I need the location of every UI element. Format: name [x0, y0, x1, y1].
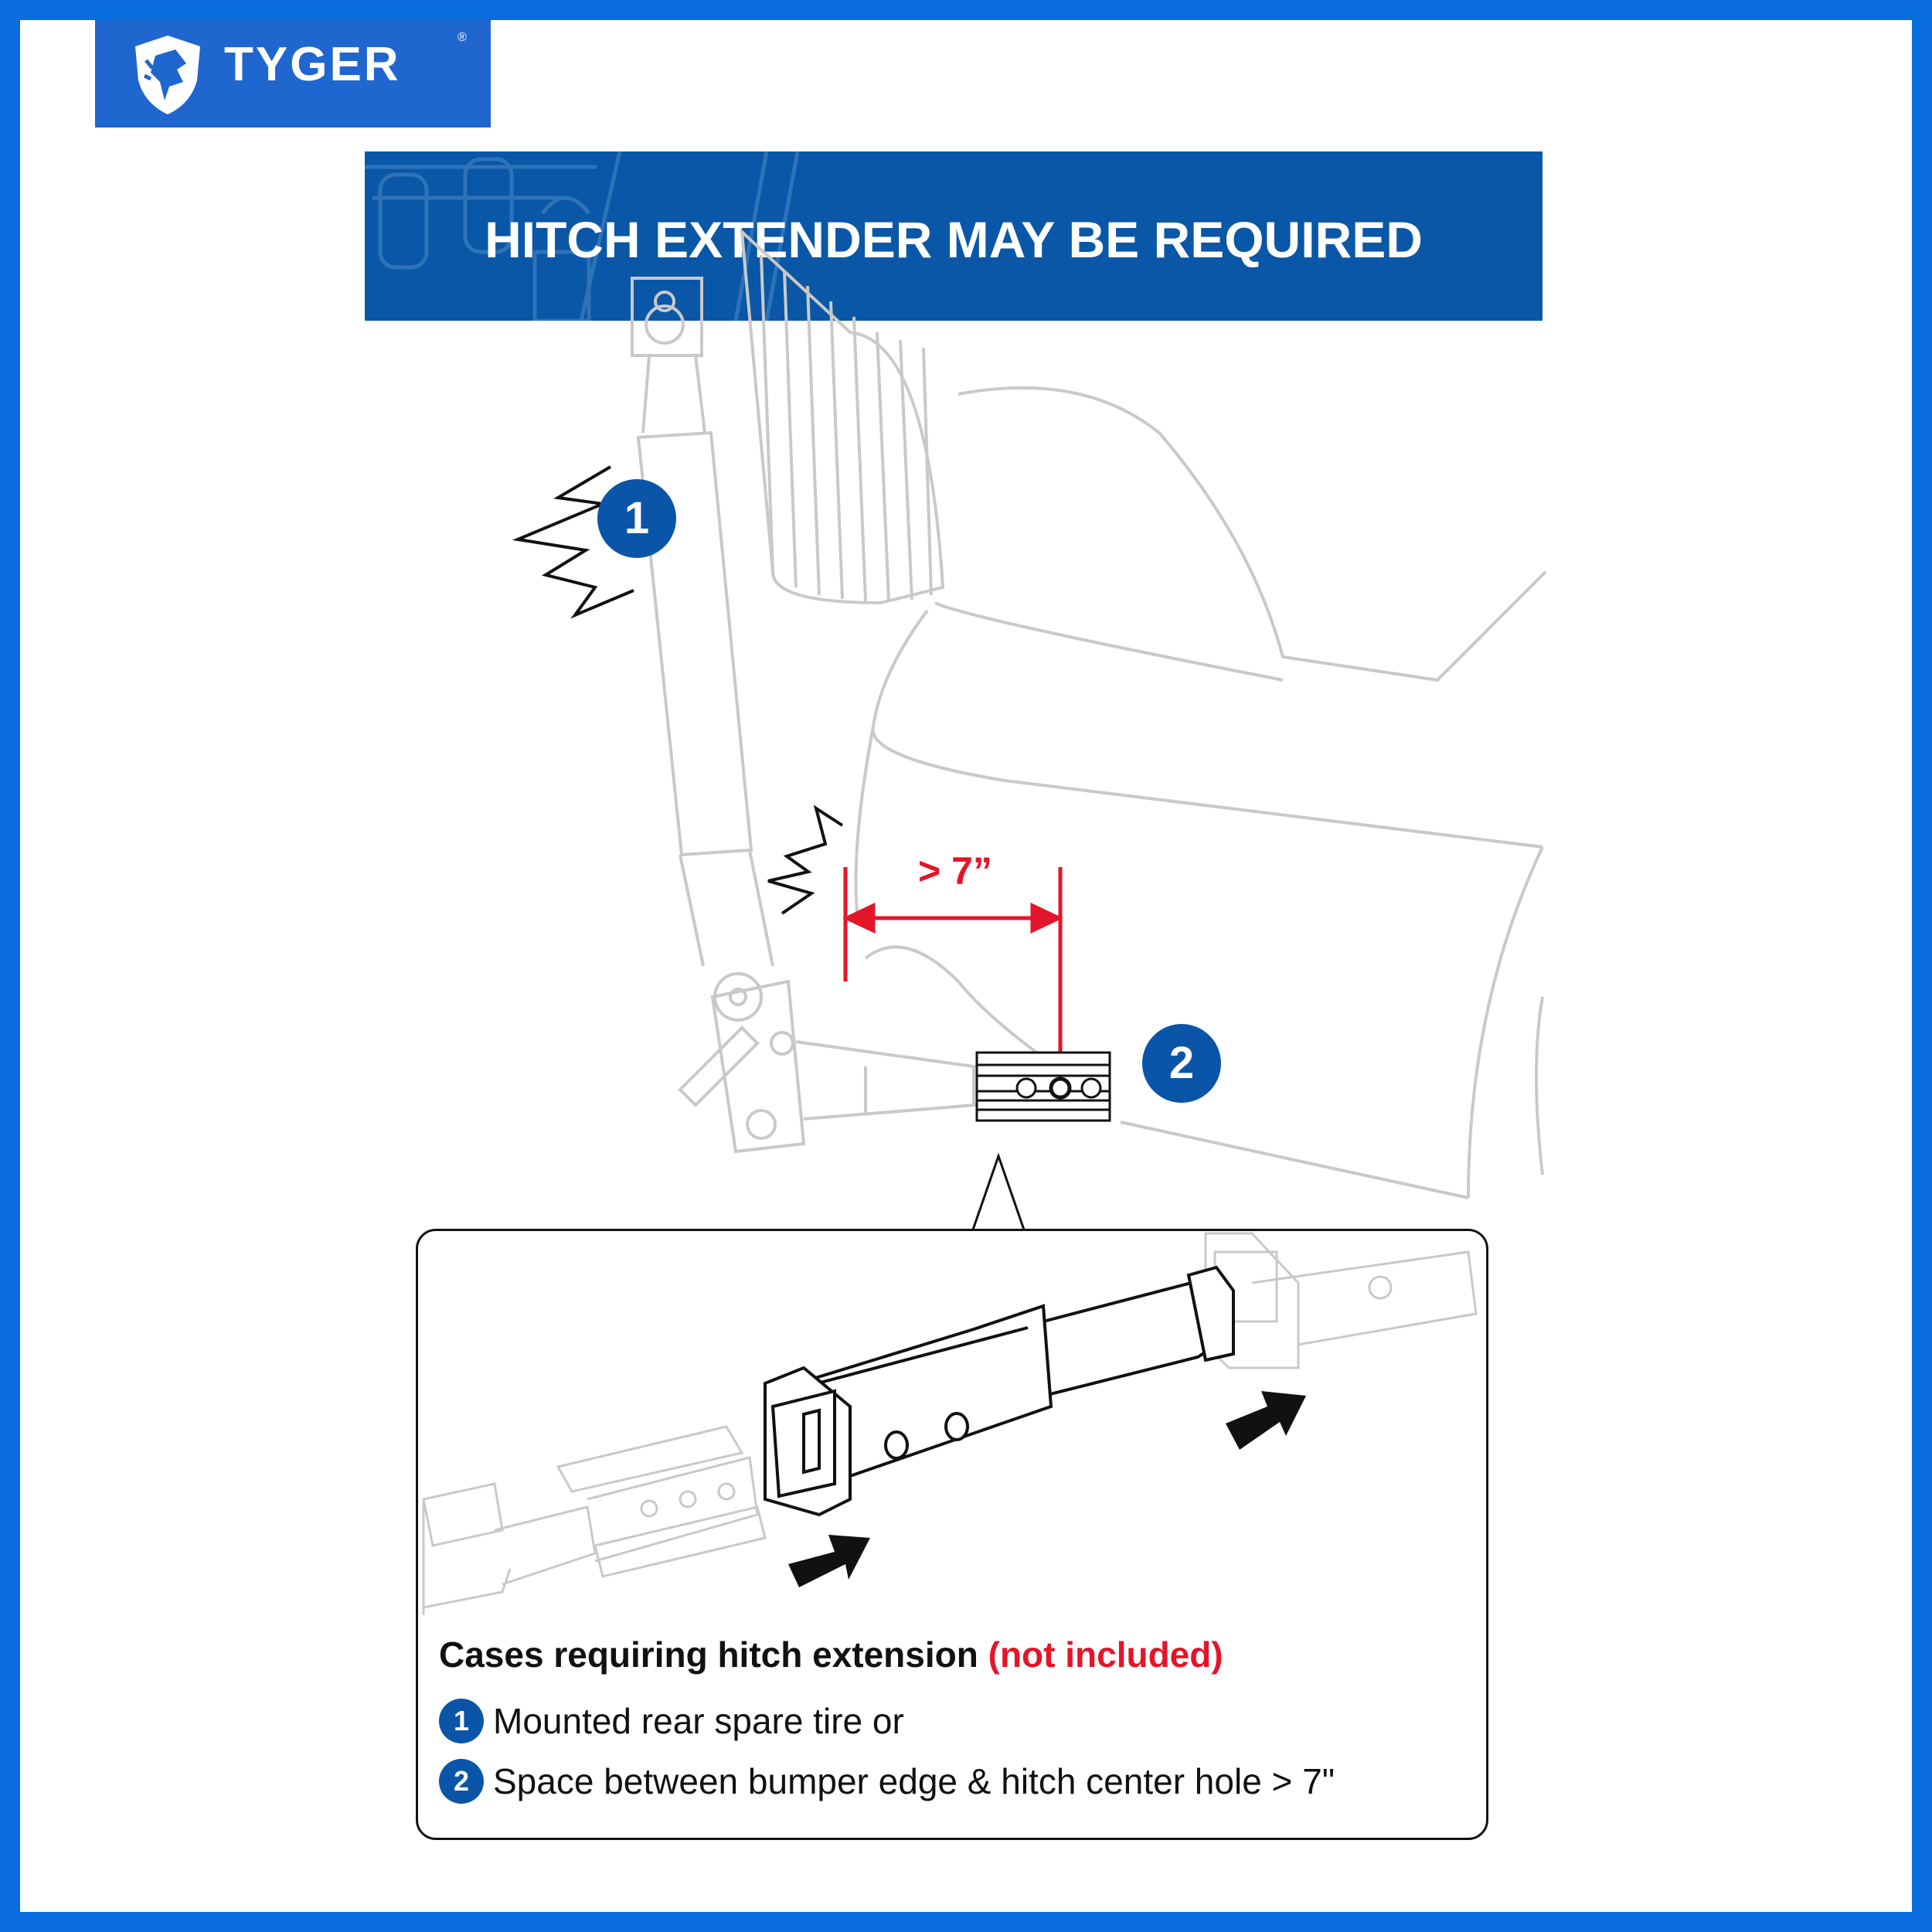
marker-1-badge: 1 [597, 479, 676, 558]
lower-hinge [710, 979, 806, 1154]
title-banner: HITCH EXTENDER MAY BE REQUIRED [365, 151, 1543, 321]
registered-mark: ® [457, 31, 467, 44]
impact-burst-1 [512, 465, 634, 619]
hitch-receiver [975, 1051, 1111, 1122]
marker-2-badge: 2 [1142, 1024, 1221, 1103]
brand-name: TYGER [224, 38, 401, 91]
not-included-note: (not included) [988, 1634, 1223, 1675]
case-1-text: Mounted rear spare tire or [493, 1701, 904, 1741]
case-2-text: Space between bumper edge & hitch center… [493, 1761, 1335, 1801]
banner-background-illustration [365, 151, 800, 321]
case-2-badge: 2 [439, 1759, 484, 1804]
dimension-label: > 7” [918, 849, 992, 893]
tiger-shield-icon [135, 36, 200, 114]
cases-heading: Cases requiring hitch extension (not inc… [439, 1634, 1223, 1675]
page-title: HITCH EXTENDER MAY BE REQUIRED [485, 211, 1423, 268]
callout-pointer [971, 1152, 1026, 1233]
carrier-upper-bracket [631, 277, 703, 357]
cases-title-text: Cases requiring hitch extension [439, 1634, 978, 1675]
extender-tube [764, 1265, 1235, 1517]
insert-arrow-left-icon [788, 1535, 870, 1587]
case-1-badge: 1 [439, 1699, 484, 1743]
impact-burst-2 [767, 804, 844, 915]
case-item-1: 1 Mounted rear spare tire or [439, 1699, 904, 1743]
tailgate-panel [740, 227, 945, 605]
hitch-extension-callout [416, 1229, 1488, 1840]
brand-logo [95, 20, 491, 128]
insert-arrow-right-icon [1226, 1391, 1306, 1450]
case-item-2: 2 Space between bumper edge & hitch cent… [439, 1759, 1335, 1804]
dimension-line [842, 867, 1063, 1082]
